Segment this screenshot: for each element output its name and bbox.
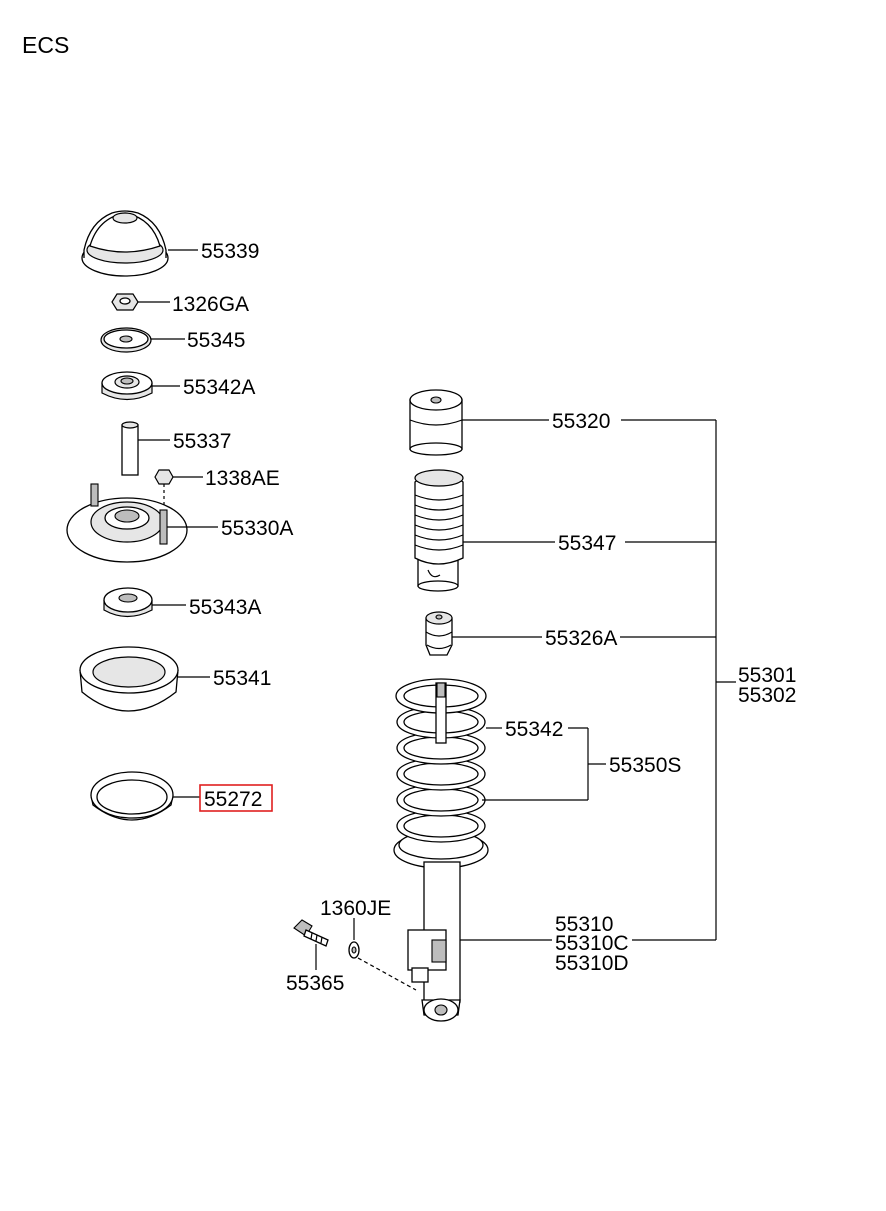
part-1326ga-nut (111, 293, 139, 311)
part-55272-ring (90, 771, 174, 821)
label-55342a: 55342A (183, 376, 255, 399)
label-55341: 55341 (213, 667, 271, 690)
label-55310d: 55310D (555, 952, 629, 975)
label-55272[interactable]: 55272 (204, 788, 262, 811)
part-55350s-spring (393, 678, 489, 869)
label-55347: 55347 (558, 532, 616, 555)
label-1326ga: 1326GA (172, 293, 249, 316)
part-55342a-bearing (101, 371, 153, 401)
label-55330a: 55330A (221, 517, 293, 540)
part-55337-sleeve (121, 421, 139, 476)
label-55310c: 55310C (555, 932, 629, 955)
label-55339: 55339 (201, 240, 259, 263)
part-55347-bellows (414, 469, 464, 592)
part-55330a-mount (66, 483, 188, 563)
label-55301: 55301 (738, 664, 796, 687)
label-55302: 55302 (738, 684, 796, 707)
part-1338ae-nut (154, 469, 174, 485)
highlight-box-55272[interactable] (199, 784, 273, 812)
label-55345: 55345 (187, 329, 245, 352)
part-55320-cover (409, 389, 463, 456)
part-55326a-bumper (425, 611, 453, 656)
dash-1360je (357, 957, 417, 991)
label-55342: 55342 (505, 718, 563, 741)
label-55337: 55337 (173, 430, 231, 453)
part-1360je-washer (348, 941, 360, 959)
part-55341-pad (79, 646, 179, 712)
part-55365-bolt (293, 919, 329, 947)
label-1360je: 1360JE (320, 897, 391, 920)
label-55310: 55310 (555, 913, 613, 936)
label-55343a: 55343A (189, 596, 261, 619)
part-55310-shock (407, 861, 461, 1022)
label-55326a: 55326A (545, 627, 617, 650)
label-1338ae: 1338AE (205, 467, 280, 490)
part-55343a-rubber (103, 587, 153, 618)
part-55339-cap (81, 210, 169, 277)
part-55345-washer (100, 327, 152, 353)
label-55365: 55365 (286, 972, 344, 995)
diagram-title: ECS (22, 32, 69, 58)
label-55320: 55320 (552, 410, 610, 433)
label-55350s: 55350S (609, 754, 681, 777)
